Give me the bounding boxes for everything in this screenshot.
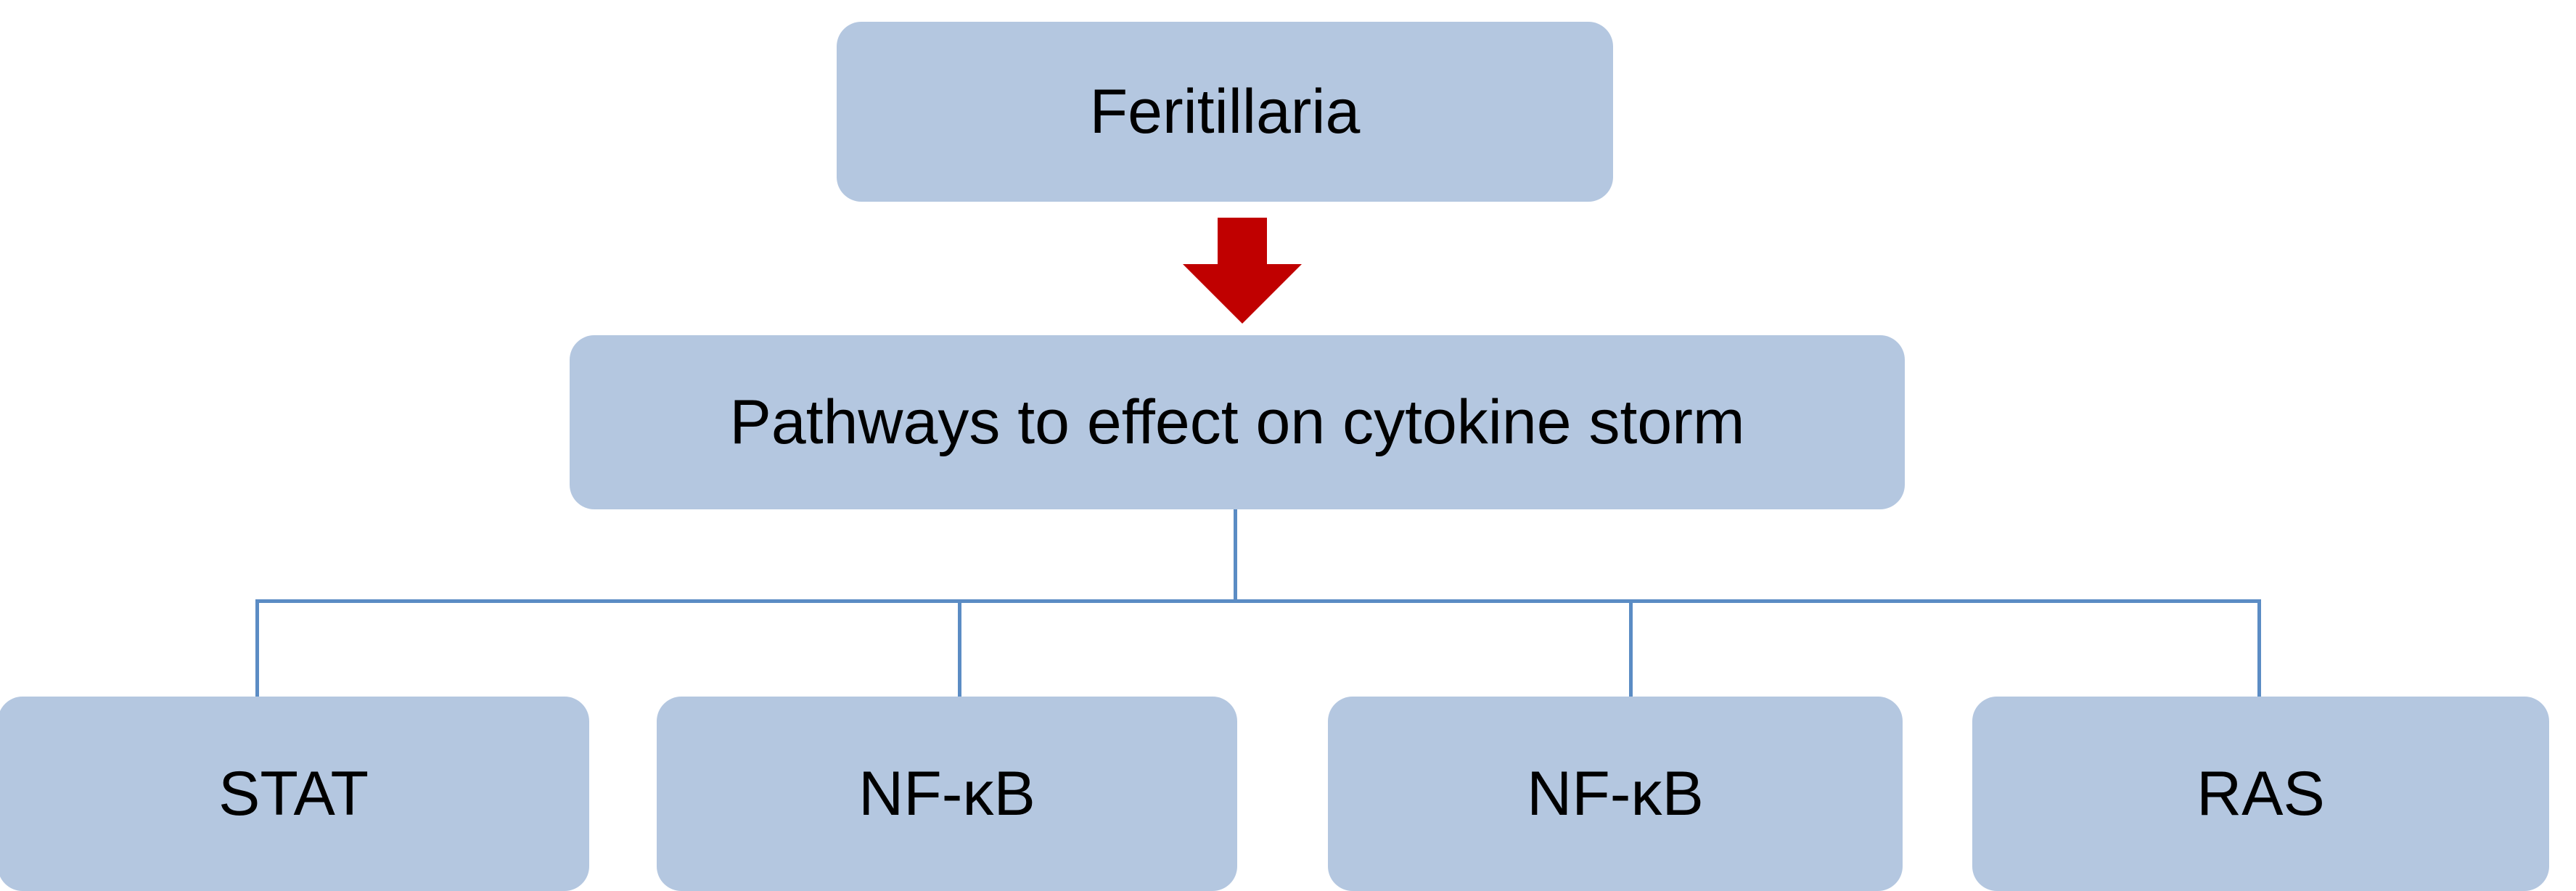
node-nfkb-1-label: NF-κB (858, 758, 1035, 829)
connector-drop-nfkb-1 (958, 599, 961, 699)
connector-drop-nfkb-2 (1629, 599, 1633, 699)
node-stat[interactable]: STAT (0, 697, 589, 891)
node-ras-label: RAS (2196, 758, 2325, 829)
down-arrow-icon (1177, 218, 1308, 325)
node-pathways-label: Pathways to effect on cytokine storm (729, 387, 1745, 457)
connector-horizontal-bus (255, 599, 2261, 603)
node-pathways-to-effect-on-cytokine-storm[interactable]: Pathways to effect on cytokine storm (570, 335, 1905, 509)
node-stat-label: STAT (218, 758, 369, 829)
node-ras[interactable]: RAS (1972, 697, 2549, 891)
connector-drop-ras (2257, 599, 2261, 699)
node-nfkb-2[interactable]: NF-κB (1328, 697, 1903, 891)
connector-drop-stat (255, 599, 259, 699)
connector-stem (1234, 509, 1237, 602)
node-feritillaria[interactable]: Feritillaria (837, 22, 1613, 202)
node-nfkb-2-label: NF-κB (1527, 758, 1704, 829)
node-nfkb-1[interactable]: NF-κB (657, 697, 1237, 891)
node-feritillaria-label: Feritillaria (1089, 76, 1361, 147)
down-arrow-glyph (1183, 218, 1302, 324)
